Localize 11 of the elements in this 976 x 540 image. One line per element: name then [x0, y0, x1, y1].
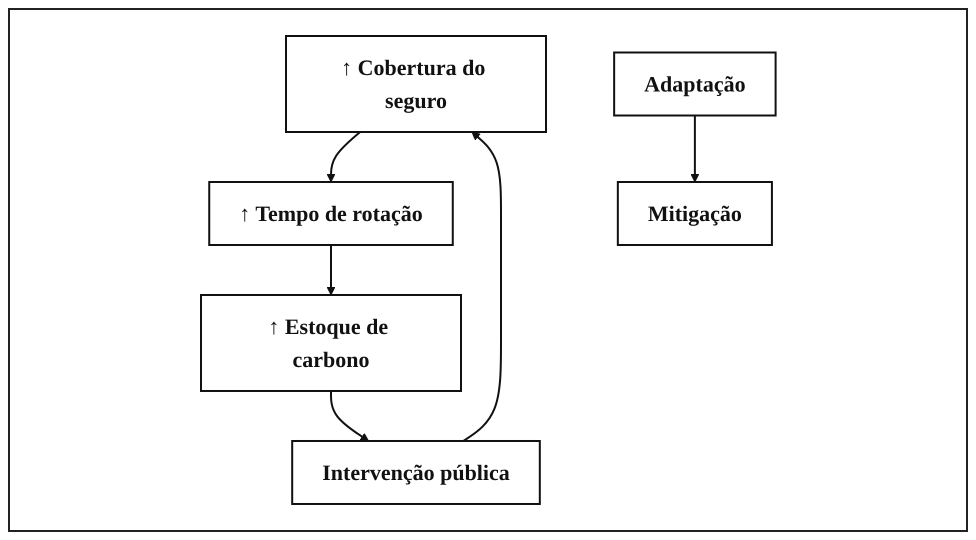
node-box: Mitigação	[616, 181, 773, 246]
node-box: ↑ Tempo de rotação	[208, 181, 454, 246]
arrow	[330, 391, 369, 442]
node-box: Adaptação	[612, 52, 776, 116]
node-box: ↑ Estoque de carbono	[200, 294, 462, 392]
node-box: Intervenção pública	[290, 440, 540, 505]
arrow	[326, 245, 336, 296]
node-box: ↑ Cobertura do seguro	[284, 35, 547, 133]
arrow	[462, 132, 502, 442]
arrow	[326, 131, 360, 182]
arrow	[690, 116, 699, 182]
